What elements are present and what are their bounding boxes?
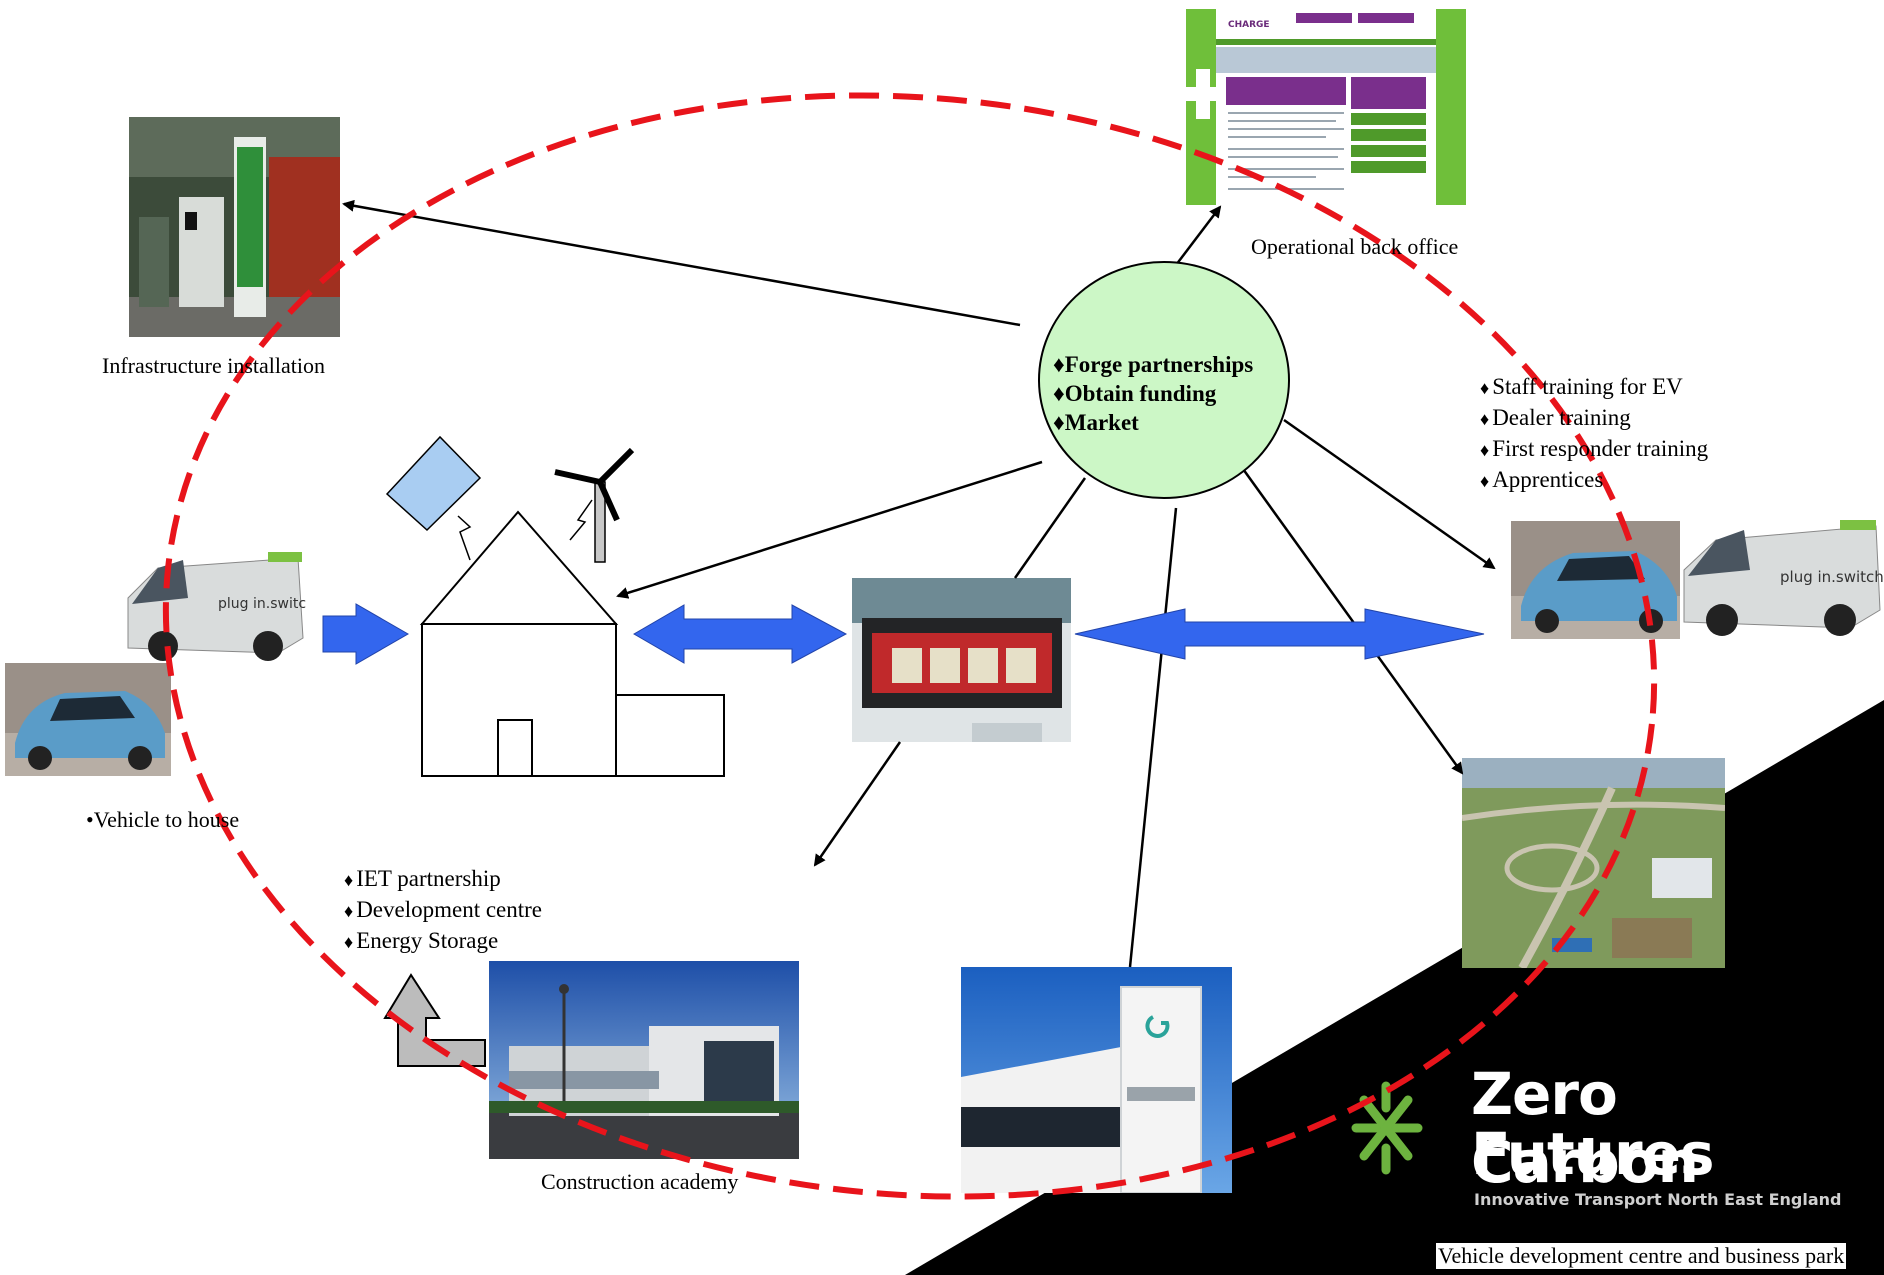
bullet-diamond-icon: ♦ <box>344 932 354 952</box>
bullet-diamond-icon: ♦ <box>1480 440 1490 460</box>
training-item: ♦Apprentices <box>1480 467 1604 492</box>
training-item: ♦Staff training for EV <box>1480 374 1683 399</box>
svg-text:CHARGE: CHARGE <box>1228 20 1270 30</box>
arrow-to-training <box>1283 418 1496 570</box>
van-image-left: plug in.switch on <box>118 528 306 664</box>
iet-item: ♦Energy Storage <box>344 928 499 953</box>
logo-line-2: Futures <box>1471 1120 1715 1188</box>
svg-text:plug in.switch on: plug in.switch on <box>218 596 306 612</box>
bullet-diamond-icon: ♦ <box>1480 378 1490 398</box>
academy-caption-line-1: Academy for sustainable <box>1016 1216 1236 1241</box>
dashed-boundary-circle <box>162 92 1658 1200</box>
arrow-to-vehicle-dev <box>1236 461 1464 775</box>
charging-post-image <box>129 117 340 337</box>
bullet-diamond-icon: ♦ <box>1053 352 1065 377</box>
house-drawing <box>419 510 725 777</box>
iet-bullet-list: ♦IET partnership ♦Development centre ♦En… <box>344 864 542 957</box>
car-image-right <box>1511 521 1683 639</box>
operational-back-office-caption: Operational back office <box>1251 234 1459 259</box>
hub-item: ♦Obtain funding <box>1053 381 1217 406</box>
vehicle-to-house-arrow <box>322 603 410 665</box>
aerial-business-park-image <box>1462 758 1725 968</box>
iet-item: ♦Development centre <box>344 897 543 922</box>
training-item: ♦First responder training <box>1480 436 1709 461</box>
arrow-to-back-office <box>1175 205 1222 266</box>
battery-pack-image <box>852 578 1071 742</box>
car-image-left <box>5 663 171 776</box>
logo-tagline: Innovative Transport North East England <box>1474 1190 1842 1209</box>
logo-mark-icon <box>1351 1081 1423 1175</box>
line-to-battery <box>1013 477 1087 579</box>
bullet-diamond-icon: ♦ <box>1480 409 1490 429</box>
bullet-diamond-icon: ♦ <box>344 901 354 921</box>
construction-academy-caption: Construction academy <box>541 1169 739 1194</box>
svg-text:plug in.switch on: plug in.switch on <box>1780 568 1884 586</box>
wind-turbine-icon <box>554 447 635 563</box>
training-item: ♦Dealer training <box>1480 405 1631 430</box>
bullet-diamond-icon: ♦ <box>344 870 354 890</box>
iet-item: ♦IET partnership <box>344 866 501 891</box>
logo-line-1: Zero Carbon <box>1471 1060 1699 1196</box>
skills-academy-image <box>961 967 1232 1193</box>
academy-caption: Academy for sustainable manufacturing <box>976 1215 1276 1271</box>
van-image-right: plug in.switch on <box>1680 490 1884 640</box>
vehicle-dev-caption: Vehicle development centre and business … <box>1436 1243 1847 1269</box>
battery-vehicle-double-arrow <box>1074 608 1485 660</box>
bullet-diamond-icon: ♦ <box>1053 410 1065 435</box>
arrow-to-house <box>616 460 1043 599</box>
line-to-academy <box>1128 507 1178 968</box>
solar-panel-icon <box>385 435 482 532</box>
infrastructure-caption: Infrastructure installation <box>102 353 325 378</box>
zero-carbon-futures-logo: Zero Carbon Futures Innovative Transport… <box>1336 1060 1856 1210</box>
bullet-diamond-icon: ♦ <box>1053 381 1065 406</box>
hub-ellipse <box>1038 261 1290 499</box>
vehicle-to-house-caption: •Vehicle to house <box>86 807 240 832</box>
hub-item: ♦Market <box>1053 410 1139 435</box>
hub-item: ♦Forge partnerships <box>1053 352 1254 377</box>
construction-academy-image <box>489 961 799 1159</box>
house-battery-double-arrow <box>633 604 848 664</box>
hub-bullet-list: ♦Forge partnerships ♦Obtain funding ♦Mar… <box>1053 350 1253 437</box>
arrow-to-infrastructure <box>342 199 1021 327</box>
bullet-diamond-icon: ♦ <box>1480 471 1490 491</box>
arrow-to-construction <box>813 741 902 867</box>
academy-caption-line-2: manufacturing <box>1061 1244 1191 1269</box>
training-bullet-list: ♦Staff training for EV ♦Dealer training … <box>1480 372 1708 496</box>
